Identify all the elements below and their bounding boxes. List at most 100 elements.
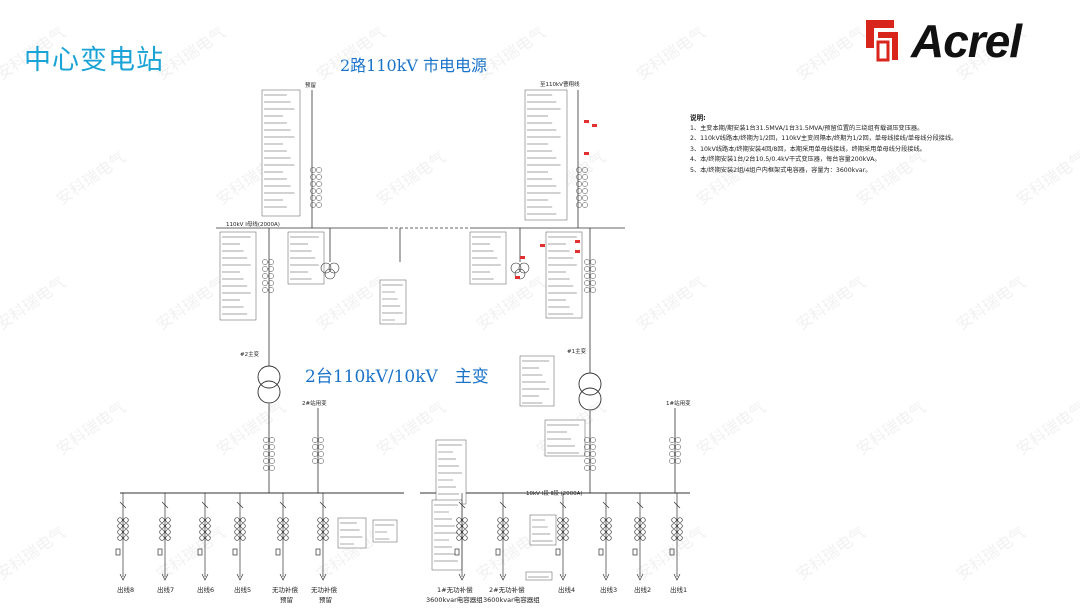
feeder-label: 出线1 xyxy=(670,586,688,594)
ct-coil xyxy=(584,273,590,279)
ct-coil xyxy=(462,535,468,541)
ct-coil xyxy=(606,529,612,535)
ct-coil xyxy=(590,451,596,457)
feeder-arrow xyxy=(559,573,567,581)
feeder-sublabel: 预留 xyxy=(319,596,332,604)
ct-coil xyxy=(671,523,677,529)
ct-coil xyxy=(283,529,289,535)
ct-coil xyxy=(456,517,462,523)
surge-arrester xyxy=(632,548,638,556)
ct-coil xyxy=(590,259,596,265)
ct-coil xyxy=(277,517,283,523)
feeder-drop xyxy=(598,493,612,581)
ct-coil xyxy=(590,287,596,293)
ct-coil xyxy=(316,181,322,187)
surge-arrester xyxy=(115,548,121,556)
equipment-info-box xyxy=(261,89,301,217)
ct-coil xyxy=(316,174,322,180)
equipment-info-box xyxy=(219,231,257,321)
ct-coil xyxy=(263,458,269,464)
station-transformer-right-label: 1#站用变 xyxy=(666,401,691,407)
equipment-info-box xyxy=(379,279,407,325)
ct-coil xyxy=(675,437,681,443)
equipment-info-box xyxy=(544,419,586,457)
ct-coil xyxy=(669,451,675,457)
ct-coil xyxy=(563,517,569,523)
feeder-label: 无功补偿 xyxy=(311,586,337,594)
surge-arrester xyxy=(454,548,460,556)
busbar-110kv-label: 110kV I母线(2000A) xyxy=(226,222,280,228)
ct-coil xyxy=(584,465,590,471)
ct-stack-station-left xyxy=(312,437,324,464)
ct-coil xyxy=(606,535,612,541)
ct-coil xyxy=(584,458,590,464)
ct-coil xyxy=(310,181,316,187)
ct-coil xyxy=(318,458,324,464)
ct-coil xyxy=(277,535,283,541)
ct-coil xyxy=(462,517,468,523)
note-item: 3、10kV线路本/终期安装4回/8回，本期采用单母线接线，终期采用单母线分段接… xyxy=(690,145,926,153)
ct-coil xyxy=(165,517,171,523)
equipment-info-box xyxy=(435,439,467,505)
note-item: 5、本/终期安装2组/4组户内框架式电容器，容量为：3600kvar。 xyxy=(690,166,872,174)
feeder-label: 出线3 xyxy=(600,586,618,594)
ct-coil xyxy=(582,195,588,201)
incoming-right-label: 至110kV曹翔线 xyxy=(540,82,580,88)
surge-arrester xyxy=(495,548,501,556)
ct-coil xyxy=(557,517,563,523)
equipment-info-box xyxy=(372,519,398,543)
ct-coil xyxy=(576,174,582,180)
ct-coil xyxy=(634,529,640,535)
ct-coil xyxy=(159,529,165,535)
pt-coil xyxy=(518,262,530,274)
ct-coil xyxy=(310,195,316,201)
transformer-right-symbol xyxy=(578,372,602,411)
ct-coil xyxy=(323,535,329,541)
ct-coil xyxy=(312,444,318,450)
ct-coil xyxy=(584,451,590,457)
incoming-left-label: 预留 xyxy=(305,83,317,89)
breaker-red-mark xyxy=(584,120,589,123)
ct-coil xyxy=(199,529,205,535)
ct-coil xyxy=(590,280,596,286)
ct-coil xyxy=(159,517,165,523)
ct-coil xyxy=(205,517,211,523)
ct-coil xyxy=(462,529,468,535)
surge-arrester xyxy=(275,548,281,556)
ct-coil xyxy=(317,535,323,541)
ct-coil xyxy=(262,273,268,279)
ct-coil xyxy=(318,451,324,457)
ct-coil xyxy=(268,259,274,265)
ct-coil xyxy=(576,181,582,187)
feeder-switch xyxy=(161,501,169,509)
surge-arrester xyxy=(197,548,203,556)
feeder-label: 出线8 xyxy=(117,586,135,594)
feeder-arrow xyxy=(458,573,466,581)
ct-coil xyxy=(205,535,211,541)
ct-coil xyxy=(318,444,324,450)
ct-coil xyxy=(640,517,646,523)
ct-coil xyxy=(669,458,675,464)
breaker-red-mark xyxy=(575,250,580,253)
ct-coil xyxy=(456,523,462,529)
ct-coil xyxy=(240,523,246,529)
ct-coil xyxy=(557,535,563,541)
ct-coil xyxy=(576,195,582,201)
feeder-switch xyxy=(319,501,327,509)
ct-coil xyxy=(316,202,322,208)
feeder-sublabel: 3600kvar电容器组 xyxy=(483,596,540,604)
surge-arrester xyxy=(315,548,321,556)
ct-coil xyxy=(318,437,324,443)
ct-coil xyxy=(576,167,582,173)
ct-coil xyxy=(323,517,329,523)
ct-coil xyxy=(310,202,316,208)
ct-coil xyxy=(199,535,205,541)
ct-coil xyxy=(456,535,462,541)
ct-coil xyxy=(640,529,646,535)
note-item: 2、110kV线路本/终期为1/2回，110kV主变间隔本/终期为1/2回，单母… xyxy=(690,135,958,143)
feeder-switch xyxy=(458,501,466,509)
ct-stack-lv-left xyxy=(263,437,275,471)
ct-coil xyxy=(262,287,268,293)
ct-coil xyxy=(671,517,677,523)
feeder-arrow xyxy=(319,573,327,581)
